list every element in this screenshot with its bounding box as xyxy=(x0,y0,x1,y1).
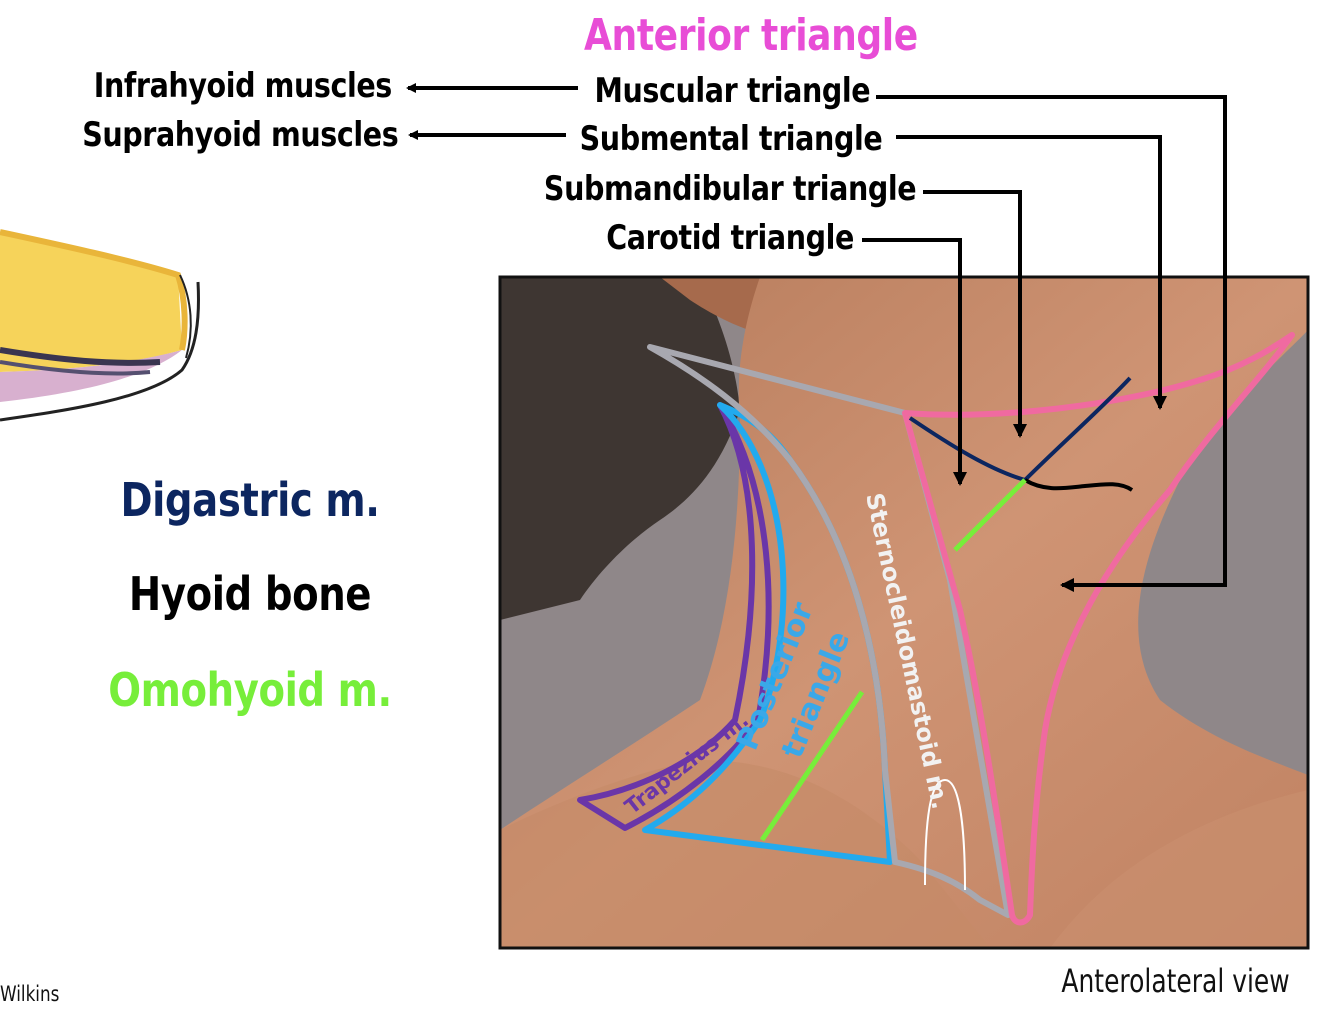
legend-hyoid: Hyoid bone xyxy=(74,571,427,617)
hyoid-illustration xyxy=(0,232,198,420)
view-caption: Anterolateral view xyxy=(1062,962,1290,1000)
infrahyoid-muscles-label: Infrahyoid muscles xyxy=(94,69,392,103)
carotid-triangle-label: Carotid triangle xyxy=(606,221,854,255)
image-credit: Wilkins xyxy=(0,982,59,1006)
legend-omohyoid: Omohyoid m. xyxy=(74,667,427,713)
muscular-triangle-label: Muscular triangle xyxy=(594,74,870,108)
submental-triangle-label: Submental triangle xyxy=(579,122,882,156)
legend-digastric: Digastric m. xyxy=(74,477,427,523)
suprahyoid-muscles-label: Suprahyoid muscles xyxy=(82,118,398,152)
anterior-triangle-title: Anterior triangle xyxy=(584,14,876,58)
submandibular-triangle-label: Submandibular triangle xyxy=(544,172,916,206)
